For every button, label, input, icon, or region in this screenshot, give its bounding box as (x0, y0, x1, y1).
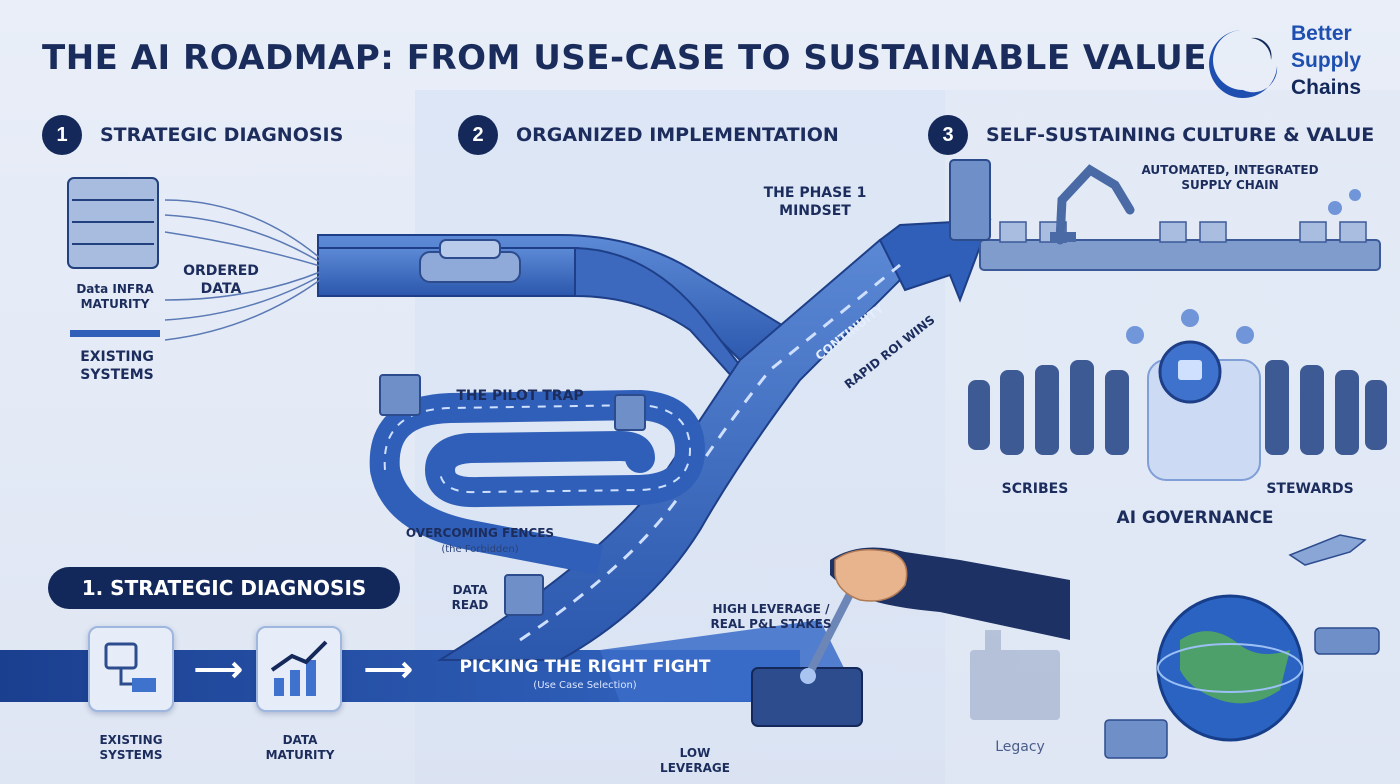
picking-fight-sub: (Use Case Selection) (533, 680, 637, 691)
existing-systems-label: EXISTING SYSTEMS (80, 349, 154, 383)
phase-2-label: ORGANIZED IMPLEMENTATION (516, 124, 839, 146)
overcoming-fences-label: OVERCOMING FENCES (405, 526, 555, 540)
truck-icon (1104, 719, 1168, 759)
picking-fight-label: PICKING THE RIGHT FIGHT (459, 657, 711, 677)
people-icon (968, 360, 1387, 455)
robot-base-icon (1050, 232, 1076, 242)
phase-1-number: 1 (42, 115, 82, 155)
flow-arrow-icon: ⟶ (364, 651, 413, 689)
pilot-trap-dashes (383, 403, 692, 494)
car-icon (419, 239, 521, 283)
gate-icon (614, 394, 646, 431)
phase1-mindset-label: THE PHASE 1 MINDSET (763, 185, 867, 219)
conveyor-box (1339, 221, 1367, 243)
phase-3-header: 3 SELF-SUSTAINING CULTURE & VALUE (928, 115, 1374, 155)
globe-icon (1156, 594, 1304, 742)
gateway-icon (949, 159, 991, 241)
phase-2-header: 2 ORGANIZED IMPLEMENTATION (458, 115, 839, 155)
bottom-data-maturity-label: DATA MATURITY (265, 733, 335, 762)
phase-2-number: 2 (458, 115, 498, 155)
pilot-trap-label: THE PILOT TRAP (456, 388, 584, 404)
governance-icon (1147, 340, 1261, 481)
overcoming-fences-sub: (the Forbidden) (441, 544, 519, 555)
low-leverage-label: LOW LEVERAGE (660, 746, 730, 775)
legacy-factory-icon (970, 630, 1060, 720)
chart-up-icon (270, 640, 328, 696)
phase-3-label: SELF-SUSTAINING CULTURE & VALUE (986, 124, 1375, 146)
existing-systems-card (88, 626, 174, 712)
flow-arrow-icon: ⟶ (194, 651, 243, 689)
gate-icon (379, 374, 421, 416)
robot-arm-icon (1055, 164, 1135, 245)
brand-line3: Chains (1291, 76, 1362, 99)
pilot-trap-exit (370, 466, 603, 575)
conveyor-belt (979, 239, 1381, 271)
brand-logo: Better Supply Chains (1205, 14, 1395, 104)
scribes-label: SCRIBES (1001, 481, 1069, 497)
brand-line1: Better (1291, 22, 1352, 45)
high-leverage-label: HIGH LEVERAGE / REAL P&L STAKES (710, 602, 832, 631)
ai-governance-label: AI GOVERNANCE (1116, 508, 1274, 528)
server-rack-icon (67, 177, 159, 269)
supply-chain-label: AUTOMATED, INTEGRATED SUPPLY CHAIN (1141, 163, 1319, 192)
data-maturity-card (256, 626, 342, 712)
maturity-bar (70, 330, 160, 337)
fence-icon (504, 574, 544, 616)
brand-swoosh-icon (1209, 30, 1278, 98)
lever-icon (751, 586, 863, 727)
page-title: THE AI ROADMAP: FROM USE-CASE TO SUSTAIN… (42, 38, 1207, 78)
node-icons (1126, 189, 1361, 344)
systems-icon (104, 642, 156, 692)
brand-name: Better Supply Chains (1291, 20, 1361, 101)
legacy-label: Legacy (995, 739, 1045, 755)
brand-line2: Supply (1291, 49, 1362, 72)
ship-icon (1314, 627, 1380, 655)
data-read-label: DATA READ (451, 583, 489, 612)
conveyor-box (1299, 221, 1327, 243)
strategic-diagnosis-pill: 1. STRATEGIC DIAGNOSIS (48, 567, 400, 609)
phase-1-label: STRATEGIC DIAGNOSIS (100, 124, 344, 146)
conveyor-box (1199, 221, 1227, 243)
bottom-existing-systems-label: EXISTING SYSTEMS (99, 733, 163, 762)
phase-1-header: 1 STRATEGIC DIAGNOSIS (42, 115, 343, 155)
airplane-icon (1288, 534, 1367, 566)
conveyor-box (999, 221, 1027, 243)
data-infra-label: Data INFRA MATURITY (76, 282, 154, 311)
conveyor-box (1159, 221, 1187, 243)
hand-icon (834, 549, 908, 602)
stewards-label: STEWARDS (1266, 481, 1354, 497)
phase-3-number: 3 (928, 115, 968, 155)
ordered-data-label: ORDERED DATA (183, 263, 259, 297)
data-wires-icon (164, 199, 321, 341)
